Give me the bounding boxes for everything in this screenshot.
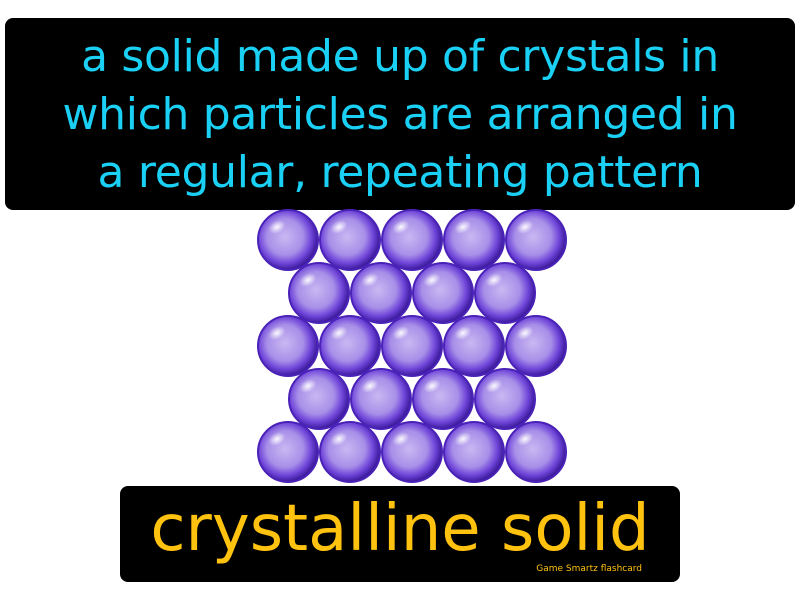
term-panel: crystalline solid Game Smartz flashcard (120, 486, 680, 582)
particle-sphere-icon (505, 209, 567, 271)
particle-sphere-icon (350, 262, 412, 324)
particle-sphere-icon (505, 421, 567, 483)
particle-sphere-icon (443, 315, 505, 377)
particle-sphere-icon (350, 368, 412, 430)
particle-sphere-icon (443, 421, 505, 483)
particle-sphere-icon (474, 262, 536, 324)
particle-sphere-icon (412, 368, 474, 430)
particle-sphere-icon (319, 209, 381, 271)
particle-sphere-icon (288, 262, 350, 324)
particle-sphere-icon (257, 209, 319, 271)
particle-sphere-icon (381, 421, 443, 483)
particle-sphere-icon (381, 209, 443, 271)
particle-sphere-icon (505, 315, 567, 377)
particle-sphere-icon (412, 262, 474, 324)
particle-sphere-icon (257, 421, 319, 483)
definition-line-3: a regular, repeating pattern (97, 147, 703, 198)
particle-sphere-icon (474, 368, 536, 430)
definition-panel: a solid made up of crystals in which par… (5, 18, 795, 210)
particle-sphere-icon (319, 315, 381, 377)
definition-line-2: which particles are arranged in (62, 89, 738, 140)
particle-sphere-icon (288, 368, 350, 430)
brand-label: Game Smartz flashcard (536, 564, 642, 574)
term-title: crystalline solid (150, 492, 650, 566)
particle-sphere-icon (257, 315, 319, 377)
particle-sphere-icon (381, 315, 443, 377)
particle-sphere-icon (443, 209, 505, 271)
definition-line-1: a solid made up of crystals in (81, 31, 719, 82)
particle-sphere-icon (319, 421, 381, 483)
